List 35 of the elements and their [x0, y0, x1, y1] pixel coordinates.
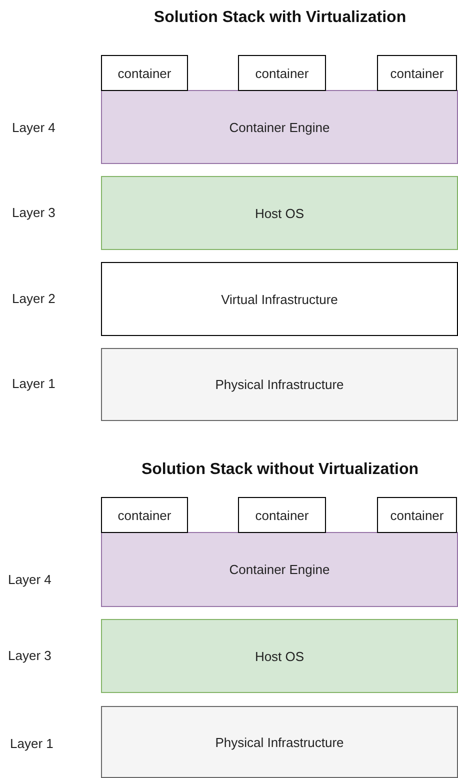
container-box: [377, 497, 457, 533]
container-label: container: [118, 66, 172, 80]
engine-layer-box: [101, 532, 458, 607]
layer-label: Container Engine: [229, 562, 330, 577]
section-heading: Solution Stack without Virtualization: [141, 461, 419, 479]
layer-label: Virtual Infrastructure: [221, 292, 338, 306]
physical-layer-box: [101, 348, 458, 421]
layer-number-label: Layer 4: [8, 572, 52, 587]
container-box: [101, 55, 188, 91]
layer-number-label: Layer 1: [12, 376, 56, 391]
layer-number-label: Layer 3: [12, 205, 56, 220]
layer-number-label: Layer 4: [12, 120, 56, 135]
container-box: [238, 55, 326, 91]
layer-number-label: Layer 1: [10, 736, 54, 751]
container-label: container: [255, 66, 309, 80]
layer-number-label: Layer 2: [12, 291, 56, 306]
container-label: container: [118, 508, 172, 522]
container-label: container: [255, 508, 309, 522]
virtual-layer-box: [101, 262, 458, 336]
layer-label: Container Engine: [229, 120, 330, 134]
physical-layer-box: [101, 706, 458, 778]
container-label: container: [390, 66, 444, 80]
diagram-title: Solution Stack with Virtualization: [154, 9, 406, 27]
engine-layer-box: [101, 90, 458, 164]
layer-label: Physical Infrastructure: [215, 734, 344, 750]
os-layer-box: [101, 176, 458, 250]
os-layer-box: [101, 619, 458, 693]
layer-label: Physical Infrastructure: [215, 377, 344, 392]
layer-label: Host OS: [254, 648, 304, 664]
container-label: container: [390, 508, 444, 522]
container-box: [238, 497, 326, 533]
container-box: [377, 55, 457, 91]
container-box: [101, 497, 188, 533]
layer-number-label: Layer 3: [8, 648, 52, 663]
layer-label: Host OS: [254, 206, 304, 220]
